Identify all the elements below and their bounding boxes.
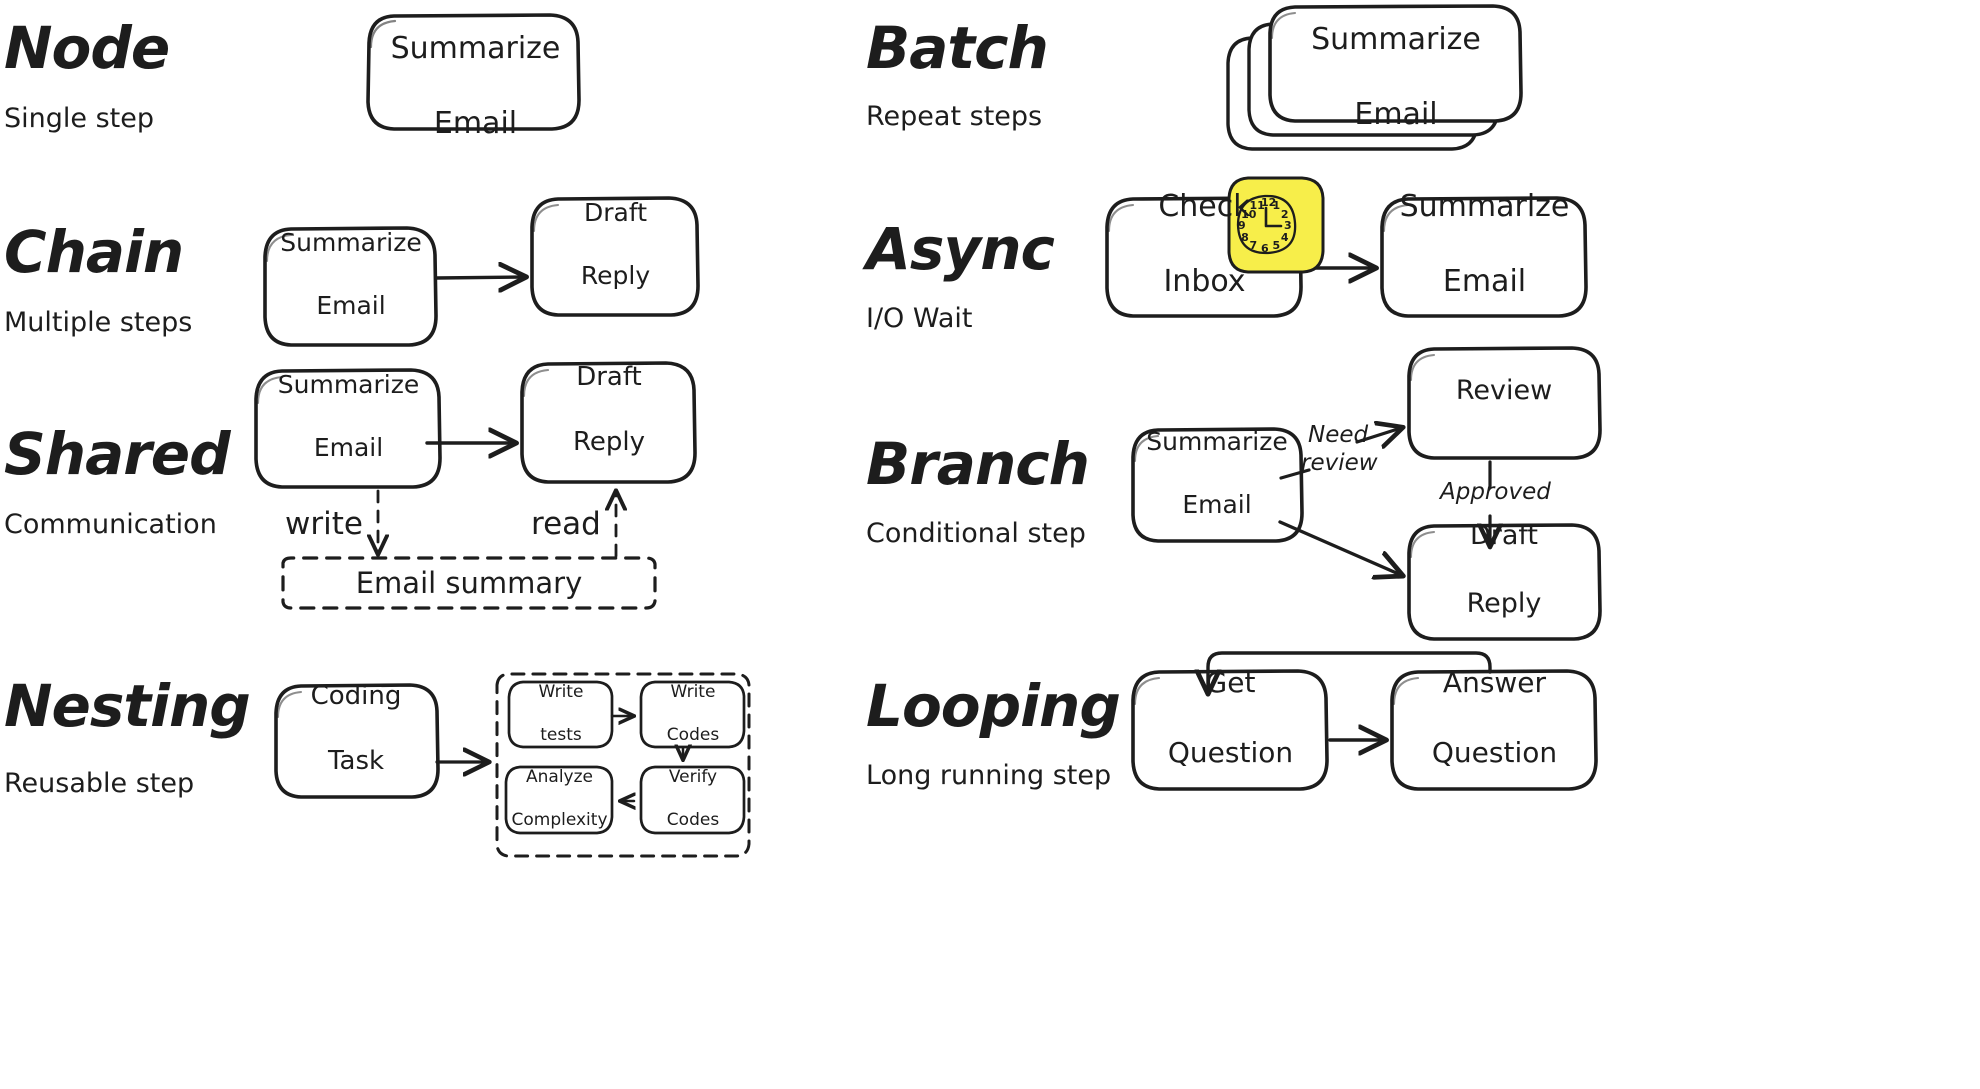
branch-edge-label-review: review	[1301, 450, 1378, 476]
branch-edge-need-review-b	[1355, 428, 1401, 442]
nesting-shape-coding-task	[274, 683, 440, 799]
clock-numeral-11: 11	[1249, 199, 1265, 213]
row-subtitle-nesting: Reusable step	[4, 768, 195, 799]
chain-edge-1	[434, 277, 524, 278]
shared-edge-label-write: write	[285, 506, 363, 542]
nesting-shape-write-codes	[639, 680, 746, 749]
nesting-shape-verify-codes	[639, 765, 746, 835]
clock-numeral-8: 8	[1241, 230, 1249, 244]
clock-numeral-10: 10	[1241, 207, 1257, 221]
row-title-looping: Looping	[866, 672, 1121, 740]
clock-numeral-2: 2	[1280, 207, 1289, 221]
row-subtitle-node: Single step	[4, 103, 154, 134]
looping-edge-loop-back	[1208, 651, 1492, 692]
row-title-async: Async	[866, 215, 1055, 283]
row-title-chain: Chain	[4, 218, 184, 286]
clock-numeral-12: 12	[1261, 196, 1277, 209]
branch-shape-review	[1407, 346, 1602, 460]
row-title-node: Node	[4, 14, 170, 82]
row-subtitle-chain: Multiple steps	[4, 307, 193, 338]
row-subtitle-batch: Repeat steps	[866, 101, 1043, 132]
nesting-shape-write-tests	[507, 680, 614, 749]
row-subtitle-async: I/O Wait	[866, 303, 973, 334]
branch-edge-label-approved: Approved	[1440, 479, 1551, 505]
row-title-batch: Batch	[866, 14, 1049, 82]
shared-edge-label-read: read	[531, 506, 601, 542]
clock-numeral-9: 9	[1238, 219, 1246, 232]
shared-store-label: Email summary	[355, 566, 583, 600]
clock-numeral-1: 1	[1272, 199, 1281, 213]
row-subtitle-looping: Long running step	[866, 760, 1112, 791]
chain-shape-draft-reply	[530, 196, 700, 317]
node-shape-summarize-email	[366, 13, 581, 131]
shared-store-shape	[281, 556, 657, 610]
row-subtitle-shared: Communication	[4, 509, 217, 540]
row-title-nesting: Nesting	[4, 672, 251, 740]
clock-numeral-3: 3	[1284, 219, 1292, 232]
looping-shape-answer-question	[1390, 669, 1598, 791]
branch-shape-draft-reply	[1407, 523, 1602, 641]
branch-edge-label-need: Need	[1308, 422, 1369, 448]
shared-shape-summarize-email	[254, 368, 442, 489]
nesting-subflow-container	[495, 672, 751, 858]
looping-shape-get-question	[1131, 669, 1329, 791]
branch-edge-need-review-a	[1279, 468, 1311, 480]
branch-edge-direct	[1278, 520, 1401, 575]
branch-shape-summarize-email	[1131, 427, 1304, 543]
shared-shape-draft-reply	[520, 361, 697, 484]
clock-numeral-4: 4	[1280, 230, 1289, 244]
clock-numeral-6: 6	[1261, 242, 1269, 255]
nesting-shape-analyze-complexity	[504, 765, 614, 835]
chain-shape-summarize-email	[263, 226, 438, 347]
async-shape-summarize-email	[1380, 196, 1588, 318]
row-title-shared: Shared	[4, 420, 231, 488]
clock-icon	[1227, 176, 1325, 274]
clock-numeral-7: 7	[1249, 238, 1258, 252]
batch-shape-stack	[1226, 4, 1523, 151]
row-title-branch: Branch	[866, 430, 1090, 498]
row-subtitle-branch: Conditional step	[866, 518, 1086, 549]
clock-numeral-5: 5	[1272, 238, 1281, 252]
